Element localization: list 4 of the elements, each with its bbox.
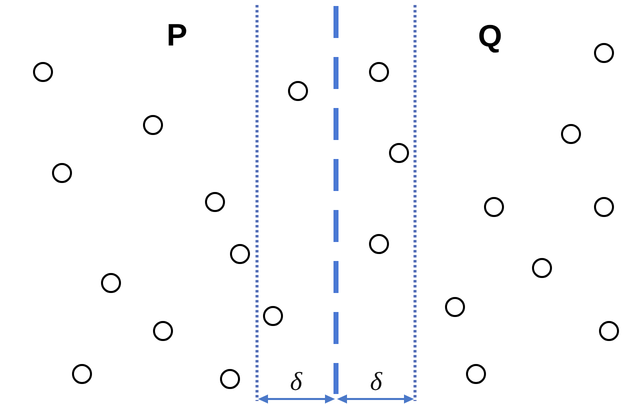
region-label: P bbox=[166, 20, 188, 50]
delta-label: δ bbox=[290, 369, 302, 395]
delta-label: δ bbox=[370, 369, 382, 395]
region-label: Q bbox=[478, 20, 502, 52]
